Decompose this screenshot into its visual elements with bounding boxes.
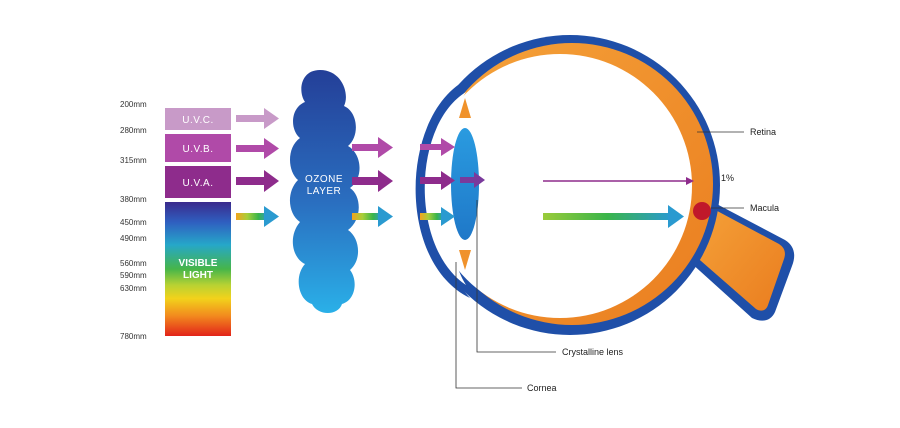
ozone-label-line1: OZONE bbox=[305, 174, 343, 185]
eye bbox=[415, 35, 795, 335]
cornea-shape bbox=[415, 78, 470, 298]
uva-arrow-filtered bbox=[352, 170, 393, 192]
uva-label: U.V.A. bbox=[183, 178, 214, 189]
uva-arrow-lens bbox=[460, 172, 485, 188]
ozone-layer: OZONE LAYER bbox=[289, 70, 360, 313]
visible-label-line1: VISIBLE bbox=[179, 258, 218, 269]
wavelength-label: 780mm bbox=[120, 332, 147, 341]
retina-label: Retina bbox=[750, 127, 776, 137]
visible-arrow-filtered bbox=[352, 206, 393, 227]
wavelength-label: 490mm bbox=[120, 234, 147, 243]
visible-label-line2: LIGHT bbox=[183, 270, 213, 281]
uvc-band: U.V.C. bbox=[165, 108, 231, 130]
percent-label: 1% bbox=[721, 173, 734, 183]
wavelength-label: 450mm bbox=[120, 218, 147, 227]
uvb-arrow-filtered bbox=[352, 137, 393, 158]
wavelength-label: 200mm bbox=[120, 100, 147, 109]
crystalline-lens-label: Crystalline lens bbox=[562, 347, 624, 357]
wavelength-label: 630mm bbox=[120, 284, 147, 293]
uva-arrow-retina bbox=[543, 177, 694, 185]
iris-top bbox=[459, 98, 471, 118]
wavelength-label: 560mm bbox=[120, 259, 147, 268]
uvc-arrow bbox=[236, 108, 279, 129]
uvb-label: U.V.B. bbox=[183, 144, 214, 155]
uva-arrow bbox=[236, 170, 279, 192]
crystalline-lens bbox=[451, 128, 479, 240]
iris-bottom bbox=[459, 250, 471, 270]
macula-dot bbox=[693, 202, 711, 220]
wavelength-label: 280mm bbox=[120, 126, 147, 135]
wavelength-label: 590mm bbox=[120, 271, 147, 280]
visible-light-band: VISIBLE LIGHT bbox=[165, 202, 231, 336]
cornea-label: Cornea bbox=[527, 383, 557, 393]
uvb-arrow-cornea bbox=[420, 138, 455, 156]
uvb-arrow bbox=[236, 138, 279, 159]
ozone-label-line2: LAYER bbox=[307, 186, 342, 197]
leader-lines bbox=[455, 131, 744, 389]
uva-band: U.V.A. bbox=[165, 166, 231, 198]
wavelength-label: 380mm bbox=[120, 195, 147, 204]
visible-arrow-retina bbox=[543, 205, 684, 228]
wavelength-label: 315mm bbox=[120, 156, 147, 165]
visible-arrow bbox=[236, 206, 279, 227]
uva-arrow-cornea bbox=[420, 171, 455, 190]
wavelength-scale: 200mm 280mm 315mm 380mm 450mm 490mm 560m… bbox=[120, 100, 147, 341]
uvc-label: U.V.C. bbox=[182, 115, 214, 126]
macula-label: Macula bbox=[750, 203, 779, 213]
uvb-band: U.V.B. bbox=[165, 134, 231, 162]
visible-arrow-cornea bbox=[420, 207, 455, 226]
